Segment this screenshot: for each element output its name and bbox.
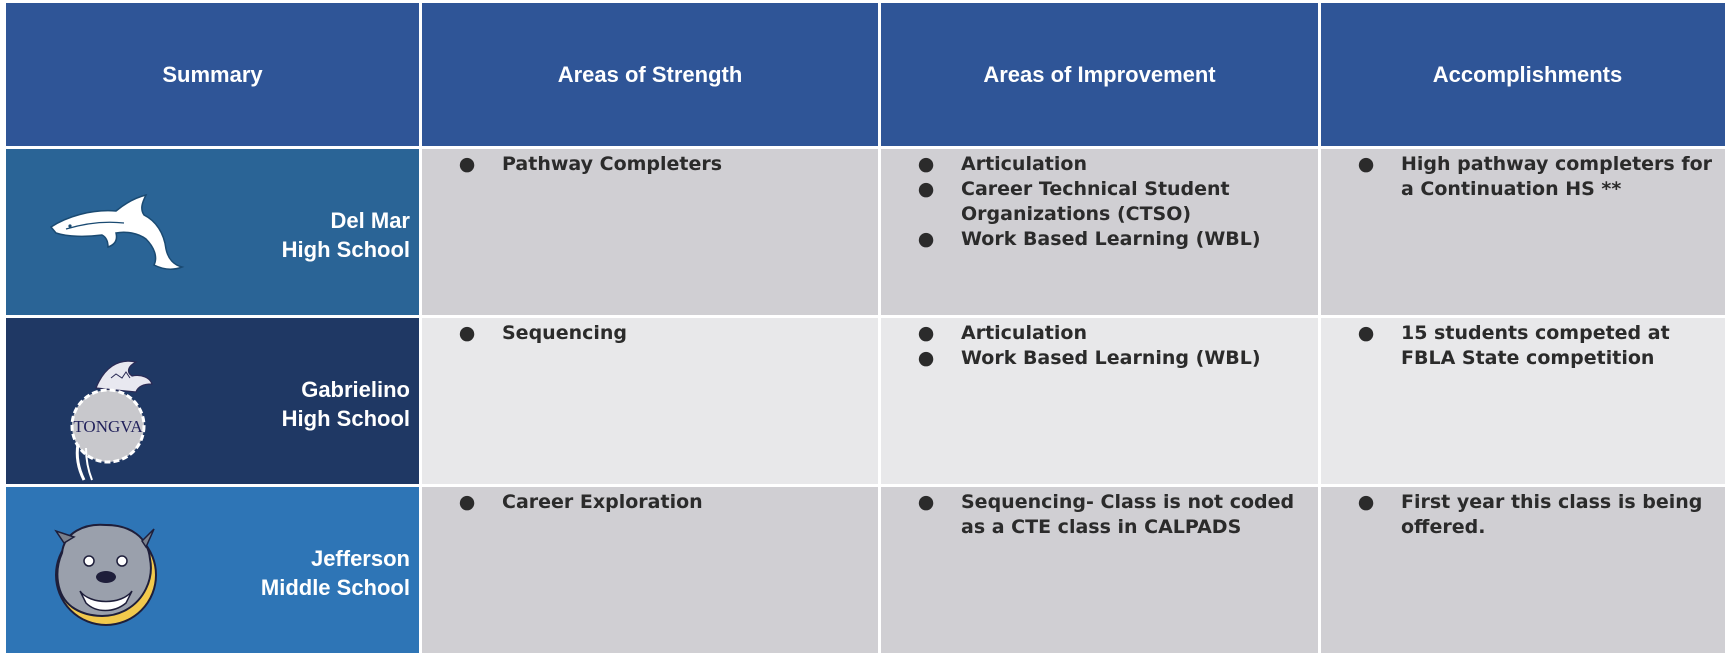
list-item: ●Work Based Learning (WBL) — [917, 347, 1261, 369]
list-item: ●Articulation — [917, 322, 1087, 344]
header-areas-of-improvement: Areas of Improvement — [881, 3, 1318, 146]
tongva-eagle-logo-icon: TONGVA — [70, 360, 153, 481]
list-item: ●First year this class is being offered. — [1357, 491, 1703, 538]
school-name-del-mar: Del Mar High School — [282, 206, 410, 264]
accomplishments-cell-del-mar: ●High pathway completers for a Continuat… — [1321, 149, 1725, 315]
school-name-gabrielino: Gabrielino High School — [282, 375, 410, 433]
header-accomplishments: Accomplishments — [1321, 3, 1725, 146]
tongva-logo-text: TONGVA — [73, 417, 143, 436]
bullet-icon: ● — [1357, 322, 1375, 344]
school-name-line1: Gabrielino — [301, 376, 410, 402]
bullet-icon: ● — [917, 178, 935, 200]
bullet-icon: ● — [458, 491, 476, 513]
strength-cell-jefferson: ●Career Exploration — [422, 487, 878, 653]
bullet-icon: ● — [1357, 153, 1375, 175]
bulldog-logo-icon — [54, 523, 157, 626]
list-item: ●Work Based Learning (WBL) — [917, 228, 1261, 250]
bullet-icon: ● — [458, 153, 476, 175]
bullet-icon: ● — [917, 228, 935, 250]
improvement-cell-gabrielino: ●Articulation ●Work Based Learning (WBL) — [881, 318, 1318, 484]
list-item: ●Pathway Completers — [458, 153, 723, 175]
list-item: ●15 students competed at FBLA State comp… — [1357, 322, 1670, 369]
list-item: ●Sequencing- Class is not coded as a CTE… — [917, 491, 1295, 538]
school-cell-gabrielino: TONGVA Gabrielino High School — [6, 318, 419, 484]
list-item: ●High pathway completers for a Continuat… — [1357, 153, 1713, 200]
summary-table: Summary Areas of Strength Areas of Impro… — [6, 3, 1725, 653]
school-name-line2: Middle School — [260, 574, 410, 600]
strength-cell-gabrielino: ●Sequencing — [422, 318, 878, 484]
list-item: ●Career Exploration — [458, 491, 703, 513]
strength-cell-del-mar: ●Pathway Completers — [422, 149, 878, 315]
header-summary: Summary — [6, 3, 419, 146]
list-item: ●Career Technical Student Organizations … — [917, 178, 1230, 225]
accomplishments-cell-gabrielino: ●15 students competed at FBLA State comp… — [1321, 318, 1725, 484]
school-name-line2: High School — [281, 405, 410, 431]
bullet-icon: ● — [917, 153, 935, 175]
bullet-icon: ● — [1357, 491, 1375, 513]
school-cell-jefferson: Jefferson Middle School — [6, 487, 419, 653]
bullet-icon: ● — [458, 322, 476, 344]
school-name-line1: Del Mar — [330, 207, 410, 233]
list-item: ●Sequencing — [458, 322, 628, 344]
list-item: ●Articulation — [917, 153, 1087, 175]
accomplishments-cell-jefferson: ●First year this class is being offered. — [1321, 487, 1725, 653]
bullet-icon: ● — [917, 322, 935, 344]
improvement-cell-jefferson: ●Sequencing- Class is not coded as a CTE… — [881, 487, 1318, 653]
bullet-icon: ● — [917, 347, 935, 369]
bullet-icon: ● — [917, 491, 935, 513]
school-name-line2: High School — [281, 236, 410, 262]
school-name-line1: Jefferson — [310, 545, 410, 571]
school-name-jefferson: Jefferson Middle School — [261, 544, 410, 602]
improvement-cell-del-mar: ●Articulation ●Career Technical Student … — [881, 149, 1318, 315]
header-areas-of-strength: Areas of Strength — [422, 3, 878, 146]
dolphin-logo-icon — [49, 193, 185, 270]
school-cell-del-mar: Del Mar High School — [6, 149, 419, 315]
